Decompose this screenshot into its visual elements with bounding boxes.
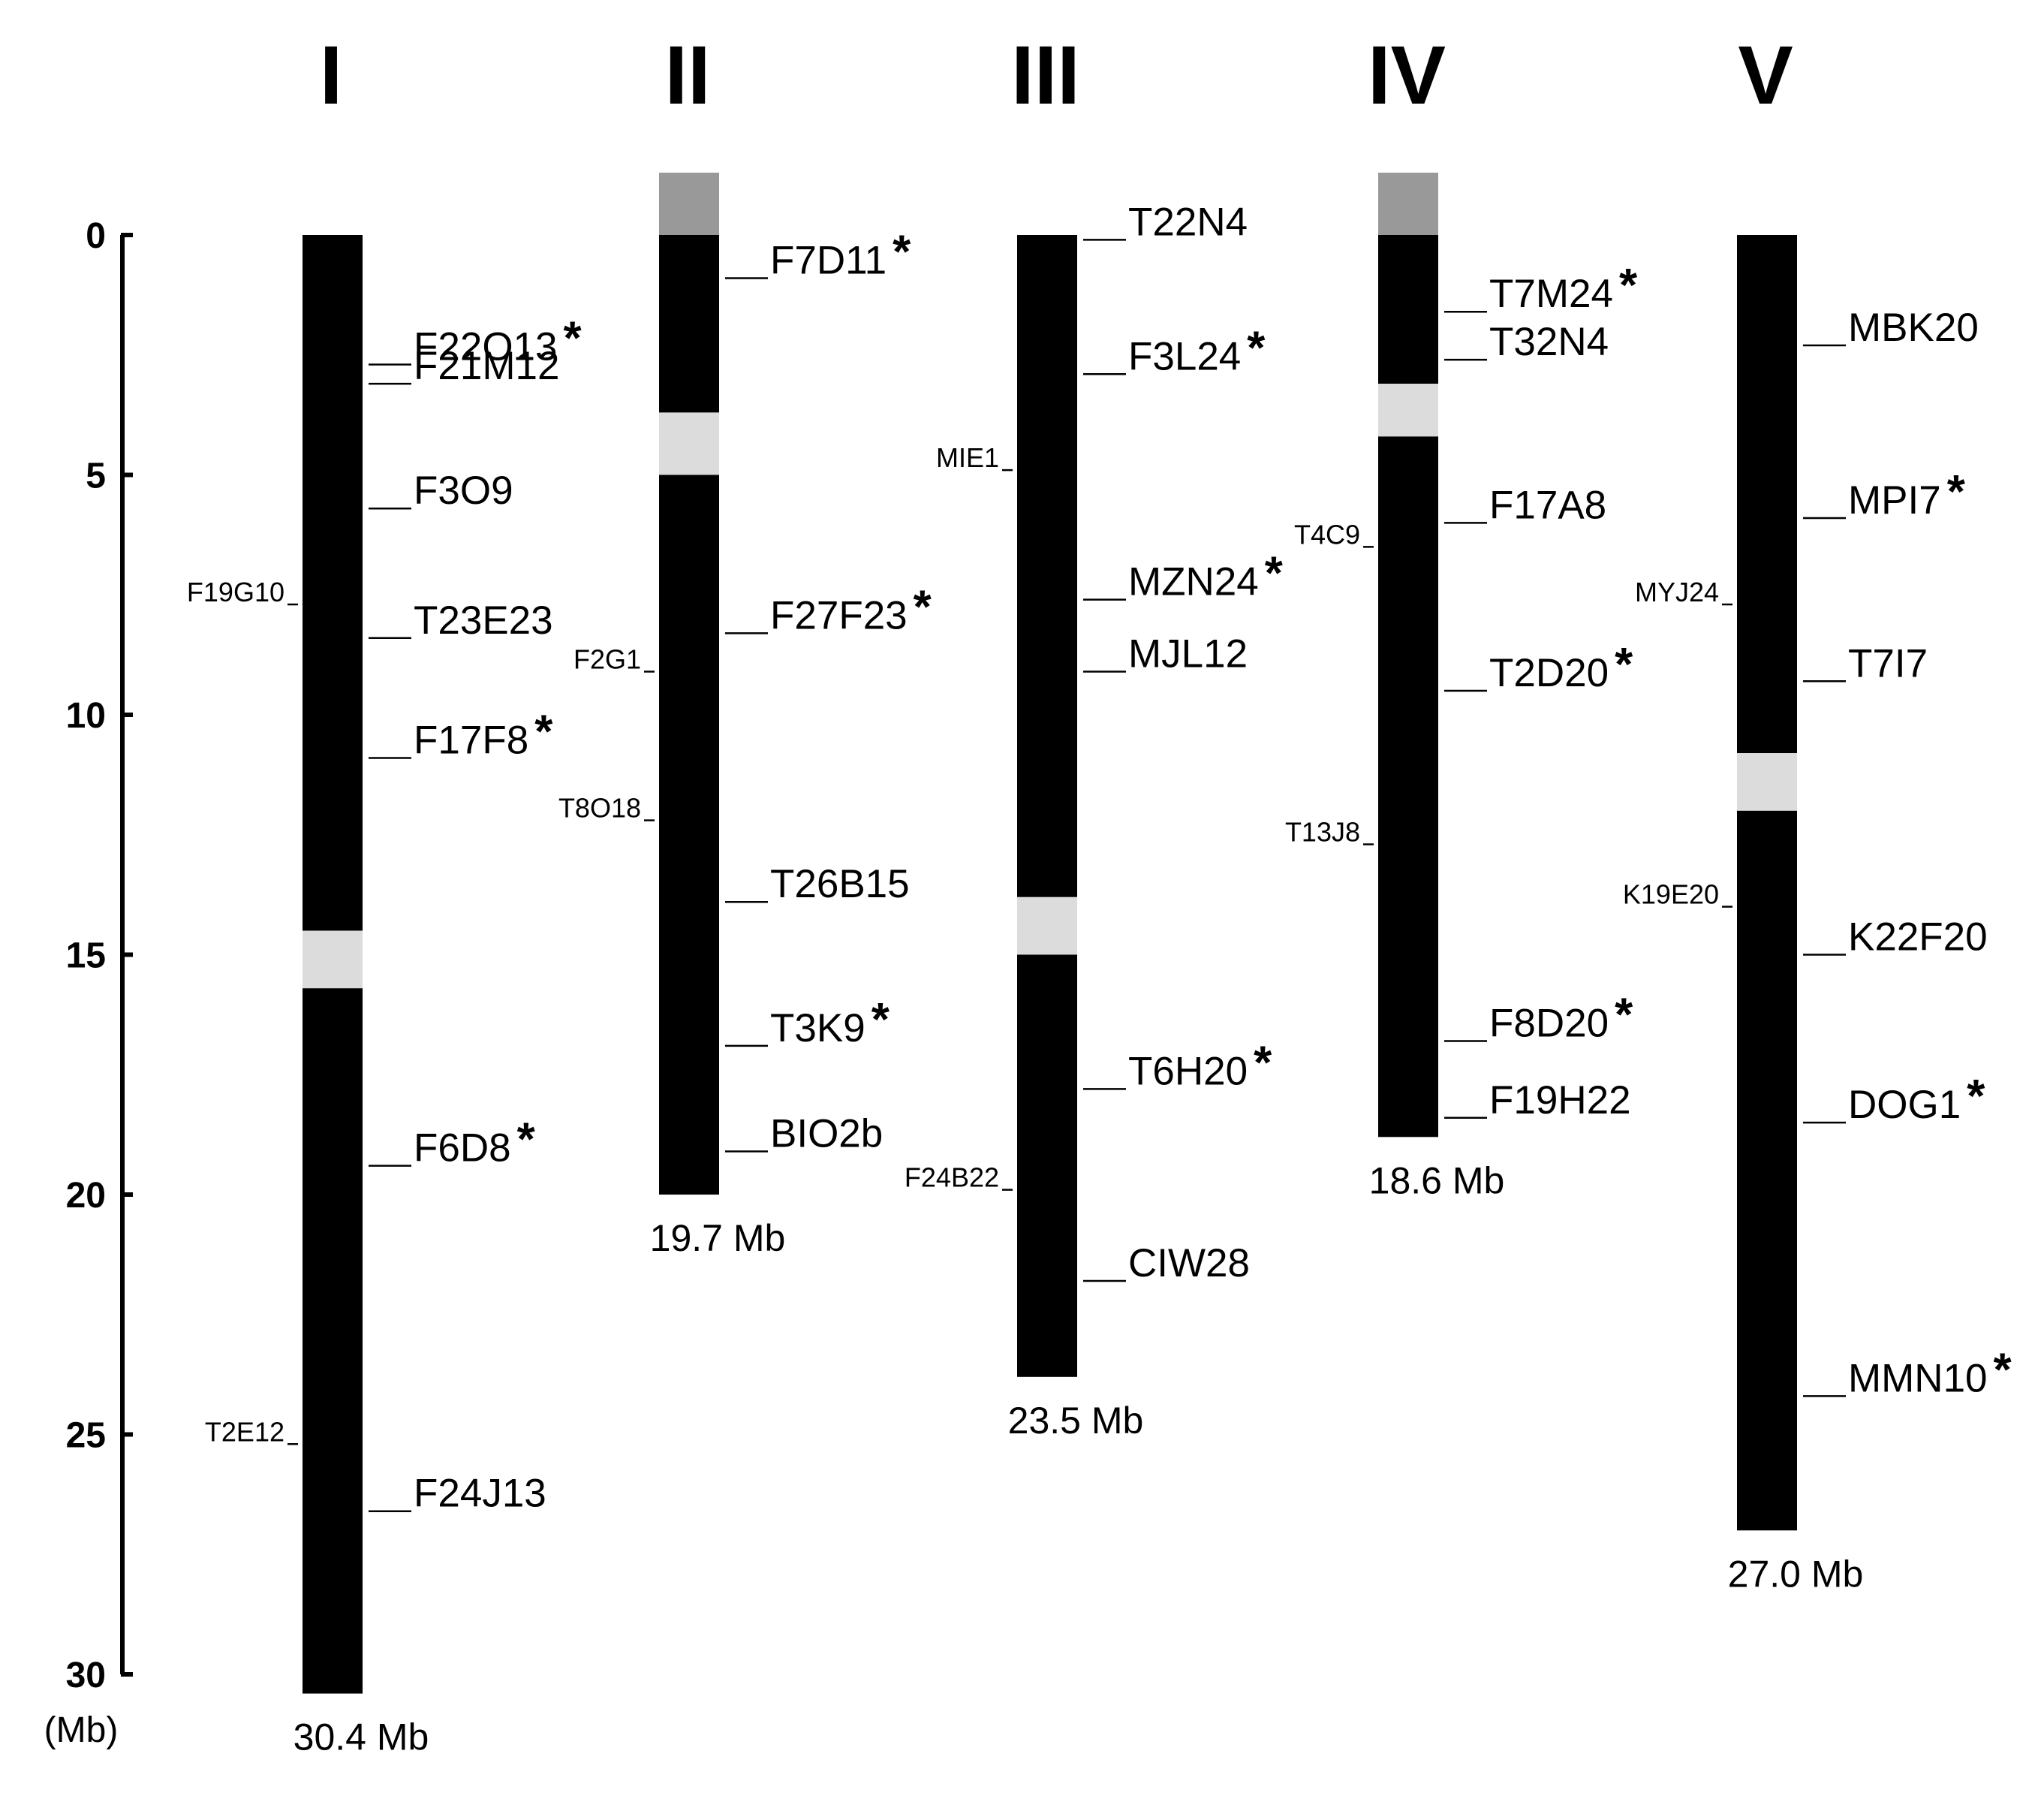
chromosome-size-label: 19.7 Mb [650,1217,786,1259]
marker-label: F7D11 [770,239,887,283]
chromosome-numeral: V [1738,29,1793,122]
star-marker: * [564,313,582,365]
marker-label: MMN10 [1848,1356,1988,1400]
marker-label: T6H20 [1128,1049,1248,1093]
marker-label: T2D20 [1489,651,1609,695]
centromere [1737,753,1797,811]
axis-tick-label: 0 [86,216,106,256]
short-arm [1378,235,1438,384]
chromosome-numeral: I [320,29,343,122]
marker-label: BIO2b [770,1111,883,1156]
short-arm [1017,235,1077,897]
marker-label: T26B15 [770,862,910,906]
star-marker: * [1619,260,1638,312]
star-marker: * [893,227,911,279]
long-arm [1378,436,1438,1138]
star-marker: * [534,707,553,758]
marker-label: F3O9 [414,469,513,513]
star-marker: * [1994,1344,2012,1396]
centromere [303,930,363,989]
marker-label: MIE1 [936,442,999,473]
marker-label: F2G1 [573,643,641,674]
marker-label: T32N4 [1489,320,1609,364]
short-arm [659,235,719,413]
nor-region [1378,172,1438,235]
marker-label: T2E12 [205,1416,284,1447]
marker-label: T13J8 [1285,817,1360,848]
chromosome-V: V27.0 MbMBK20MPI7*T7I7K22F20DOG1*MMN10*M… [1623,29,2012,1595]
long-arm [659,475,719,1195]
star-marker: * [1615,990,1633,1041]
axis-unit-label: (Mb) [44,1710,119,1750]
marker-label: T22N4 [1128,200,1248,244]
marker-label: MBK20 [1848,306,1979,350]
marker-label: T4C9 [1294,519,1360,550]
position-axis: 0 5 10 15 20 25 30 (Mb) [44,216,133,1750]
marker-label: F19G10 [187,577,284,607]
marker-label: T7M24 [1489,272,1613,316]
short-arm [1737,235,1797,754]
chromosome-numeral: II [664,29,710,122]
marker-label: F3L24 [1128,334,1241,378]
star-marker: * [1967,1071,1985,1122]
marker-label: F21M12 [414,344,559,388]
star-marker: * [914,581,932,633]
axis-tick-label: 5 [86,457,106,496]
marker-label: MYJ24 [1635,577,1719,607]
marker-label: F6D8 [414,1126,511,1171]
axis-tick-label: 15 [66,936,106,976]
axis-tick-label: 25 [66,1416,106,1456]
marker-label: K22F20 [1848,915,1988,960]
axis-tick-label: 10 [66,696,106,736]
marker-label: F24B22 [905,1162,999,1193]
marker-label: F17F8 [414,719,528,763]
centromere [1017,896,1077,955]
marker-label: K19E20 [1623,879,1719,910]
star-marker: * [1247,322,1266,374]
chromosome-size-label: 18.6 Mb [1369,1159,1505,1201]
marker-label: MPI7 [1848,478,1941,523]
star-marker: * [1265,548,1284,600]
short-arm [303,235,363,931]
marker-label: T3K9 [770,1006,865,1050]
marker-label: MZN24 [1128,560,1259,604]
marker-label: F19H22 [1489,1078,1631,1122]
marker-label: F27F23 [770,593,908,637]
chromosome-size-label: 23.5 Mb [1008,1400,1144,1442]
star-marker: * [871,994,890,1046]
marker-label: T8O18 [558,793,641,824]
chromosomes: I30.4 MbF22O13*F21M12F3O9T23E23F17F8*F6D… [187,29,2012,1758]
nor-region [659,172,719,235]
axis-tick-label: 20 [66,1176,106,1216]
star-marker: * [1947,466,1966,518]
long-arm [1017,954,1077,1377]
marker-label: CIW28 [1128,1241,1250,1285]
marker-label: T23E23 [414,598,553,643]
chromosome-size-label: 30.4 Mb [294,1716,429,1758]
chromosome-I: I30.4 MbF22O13*F21M12F3O9T23E23F17F8*F6D… [187,29,582,1758]
marker-label: F24J13 [414,1472,546,1516]
star-marker: * [1254,1037,1272,1089]
marker-label: F8D20 [1489,1002,1609,1046]
axis-tick-label: 30 [66,1656,106,1695]
centromere [1378,384,1438,437]
chromosome-numeral: IV [1368,29,1446,122]
marker-label: DOG1 [1848,1083,1961,1127]
chromosome-size-label: 27.0 Mb [1728,1553,1864,1595]
long-arm [303,988,363,1694]
centromere [659,412,719,475]
marker-label: T7I7 [1848,641,1928,686]
chromosome-numeral: III [1011,29,1080,122]
marker-label: F22O13 [414,325,558,369]
marker-label: F17A8 [1489,483,1606,527]
star-marker: * [517,1114,536,1166]
star-marker: * [1615,639,1633,691]
long-arm [1737,810,1797,1531]
marker-label: MJL12 [1128,631,1248,676]
